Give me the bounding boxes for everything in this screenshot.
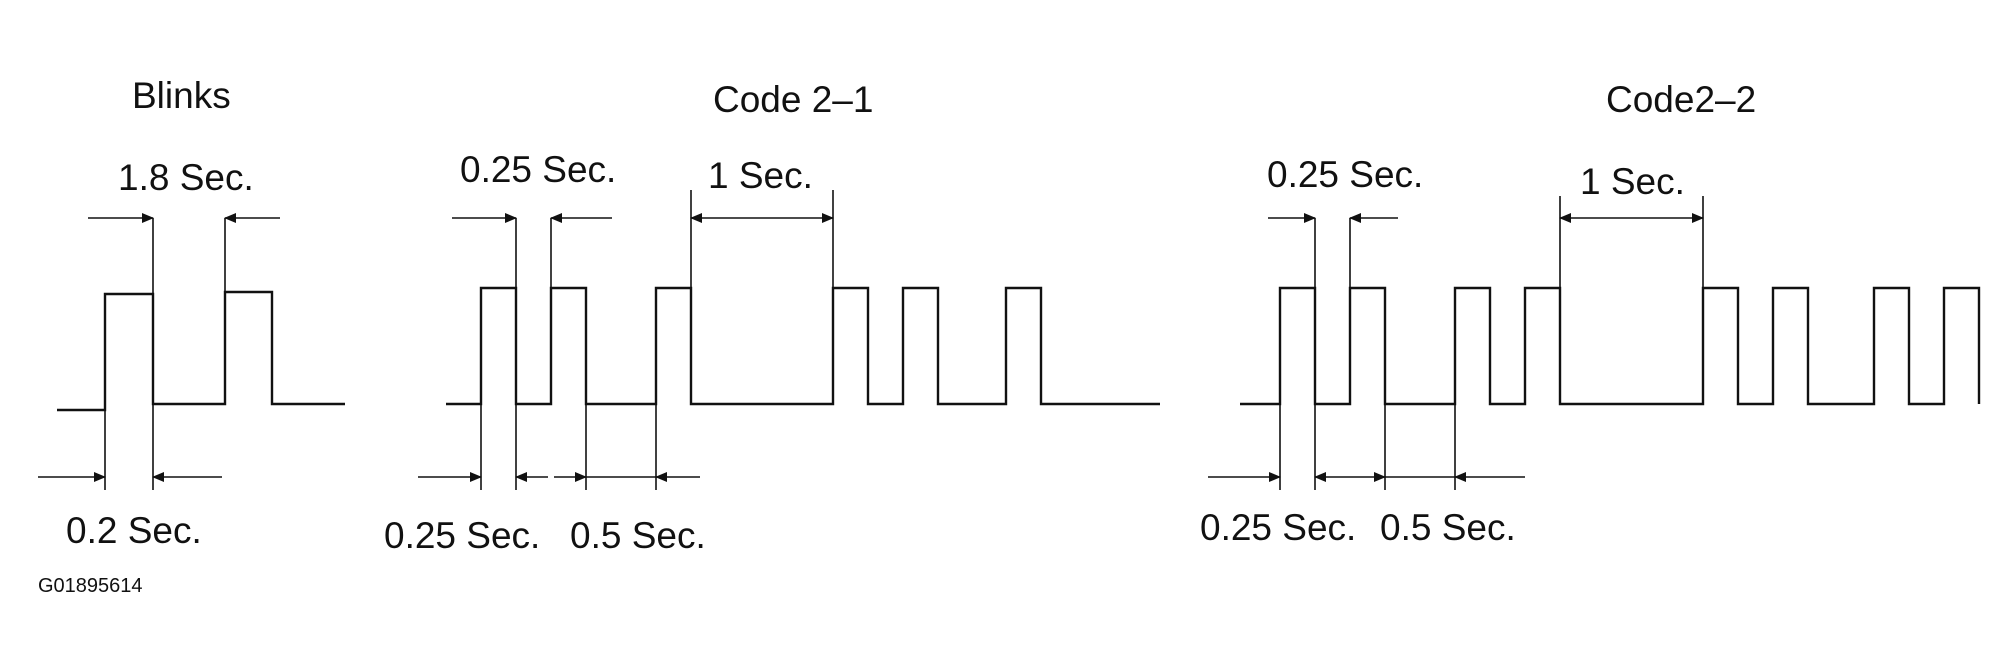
code21-gap-label: 0.5 Sec.: [570, 515, 706, 556]
code22-gap-label: 0.5 Sec.: [1380, 507, 1516, 548]
code21-title: Code 2–1: [713, 79, 873, 120]
code22-pause-label: 1 Sec.: [1580, 161, 1685, 202]
code22-section: Code2–2 0.25 Sec. 1 Sec. 0.25 Sec. 0.5 S…: [1200, 79, 1981, 548]
code22-title: Code2–2: [1606, 79, 1756, 120]
blinks-section: Blinks 1.8 Sec. 0.2 Sec.: [38, 75, 345, 551]
code21-section: Code 2–1 0.25 Sec. 1 Sec. 0.25 Sec. 0.5 …: [384, 79, 1160, 556]
code22-waveform: [1240, 286, 1981, 406]
code22-low-label: 0.25 Sec.: [1200, 507, 1356, 548]
code21-low-label: 0.25 Sec.: [384, 515, 540, 556]
code21-waveform: [446, 286, 1160, 406]
blinks-waveform: [57, 290, 345, 412]
code21-pulse-label: 0.25 Sec.: [460, 149, 616, 190]
blinks-width-label: 0.2 Sec.: [66, 510, 202, 551]
blinks-period-label: 1.8 Sec.: [118, 157, 254, 198]
code22-pulse-label: 0.25 Sec.: [1267, 154, 1423, 195]
blinks-title: Blinks: [132, 75, 231, 116]
figure-id: G01895614: [38, 575, 143, 597]
code21-pause-label: 1 Sec.: [708, 155, 813, 196]
